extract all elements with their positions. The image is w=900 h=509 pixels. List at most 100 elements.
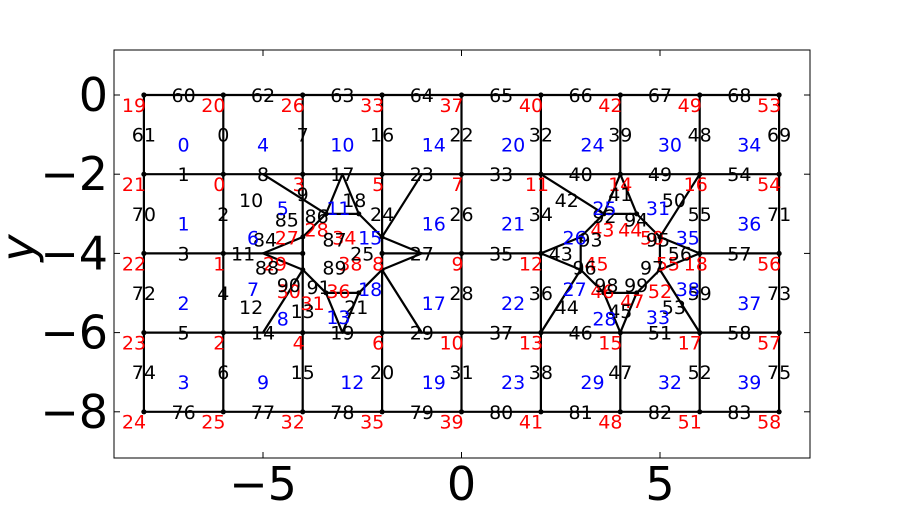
mesh-node (538, 171, 544, 177)
mesh-node (379, 171, 385, 177)
vertex-label: 22 (122, 253, 146, 275)
mesh-node (141, 92, 147, 98)
mesh-node (300, 330, 306, 336)
spoke-edge (261, 252, 304, 271)
edge-label: 77 (251, 402, 275, 424)
vertex-label: 51 (678, 412, 702, 434)
mesh-node (356, 211, 362, 217)
edge-label: 29 (410, 323, 434, 345)
edge-label: 6 (217, 362, 229, 384)
mesh-node (697, 409, 703, 415)
mesh-node (300, 409, 306, 415)
mesh-node (141, 330, 147, 336)
mesh-node (356, 290, 362, 296)
hole-edge (357, 268, 384, 295)
spoke-edge (380, 173, 423, 239)
element-label: 26 (563, 228, 587, 250)
edge-label: 0 (217, 125, 229, 147)
vertex-label: 20 (201, 95, 225, 117)
hole-edge (635, 212, 662, 239)
edge-label: 62 (251, 85, 275, 107)
element-label: 2 (178, 293, 190, 315)
vertex-label: 47 (620, 291, 644, 313)
mesh-node (220, 250, 226, 256)
edge-label: 52 (688, 362, 712, 384)
edge-label: 51 (648, 323, 672, 345)
element-label: 6 (247, 228, 259, 250)
edge-label: 12 (239, 297, 263, 319)
vertex-label: 44 (618, 220, 642, 242)
vertex-label: 34 (332, 228, 356, 250)
mesh-node (578, 267, 584, 273)
edge-label: 58 (727, 323, 751, 345)
spoke-edge (539, 173, 605, 215)
mesh-node (617, 92, 623, 98)
edge-label: 69 (767, 125, 791, 147)
mesh-node (141, 250, 147, 256)
y-axis-label: y (0, 234, 45, 264)
edge-label: 28 (449, 283, 473, 305)
element-label: 24 (580, 135, 604, 157)
element-label: 18 (358, 279, 382, 301)
edge-label: 25 (350, 243, 374, 265)
edge-label: 87 (322, 230, 346, 252)
element-label: 36 (737, 214, 761, 236)
x-tick-label: 0 (447, 457, 476, 509)
mesh-node (379, 409, 385, 415)
mesh-node (617, 171, 623, 177)
vertex-label: 54 (757, 174, 781, 196)
mesh-node (776, 92, 782, 98)
edge-label: 54 (727, 164, 751, 186)
edge-label: 70 (132, 204, 156, 226)
vertex-label: 30 (277, 281, 301, 303)
edge-label: 50 (662, 190, 686, 212)
edge-label: 71 (767, 204, 791, 226)
edge-label: 88 (255, 257, 279, 279)
mesh-node (300, 92, 306, 98)
vertex-label: 37 (439, 95, 463, 117)
element-label: 29 (580, 372, 604, 394)
mesh-node (578, 234, 584, 240)
edge-label: 15 (291, 362, 315, 384)
vertex-label: 0 (213, 174, 225, 196)
edge-label: 39 (608, 125, 632, 147)
edge-label: 42 (555, 190, 579, 212)
mesh-node (634, 290, 640, 296)
element-label: 20 (501, 135, 525, 157)
edge-label: 82 (648, 402, 672, 424)
mesh-node (300, 250, 306, 256)
edge-label: 73 (767, 283, 791, 305)
edge-label: 72 (132, 283, 156, 305)
edge-label: 55 (688, 204, 712, 226)
vertex-label: 57 (757, 333, 781, 355)
edge-label: 93 (578, 230, 602, 252)
edge-label: 37 (489, 323, 513, 345)
edge-label: 32 (529, 125, 553, 147)
mesh-node (323, 290, 329, 296)
vertex-label: 27 (275, 228, 299, 250)
vertex-label: 2 (213, 333, 225, 355)
mesh-node (458, 171, 465, 177)
edge-label: 11 (231, 243, 255, 265)
edge-label: 9 (297, 184, 309, 206)
mesh-node (141, 171, 147, 177)
element-label: 23 (501, 372, 525, 394)
element-label: 19 (422, 372, 446, 394)
x-tick-label: 5 (645, 457, 674, 509)
element-label: 21 (501, 214, 525, 236)
element-label: 8 (277, 309, 289, 331)
mesh-node (323, 211, 329, 217)
vertex-label: 39 (439, 412, 463, 434)
vertex-label: 42 (598, 95, 622, 117)
edge-label: 75 (767, 362, 791, 384)
vertex-label: 24 (122, 412, 146, 434)
mesh-node (634, 211, 640, 217)
spoke-edge (261, 173, 328, 215)
spoke-edge (261, 268, 304, 334)
vertex-label: 45 (584, 253, 608, 275)
mesh-node (220, 92, 226, 98)
y-tick-label: −2 (40, 147, 108, 201)
edge-label: 10 (239, 190, 263, 212)
element-label: 9 (257, 372, 269, 394)
